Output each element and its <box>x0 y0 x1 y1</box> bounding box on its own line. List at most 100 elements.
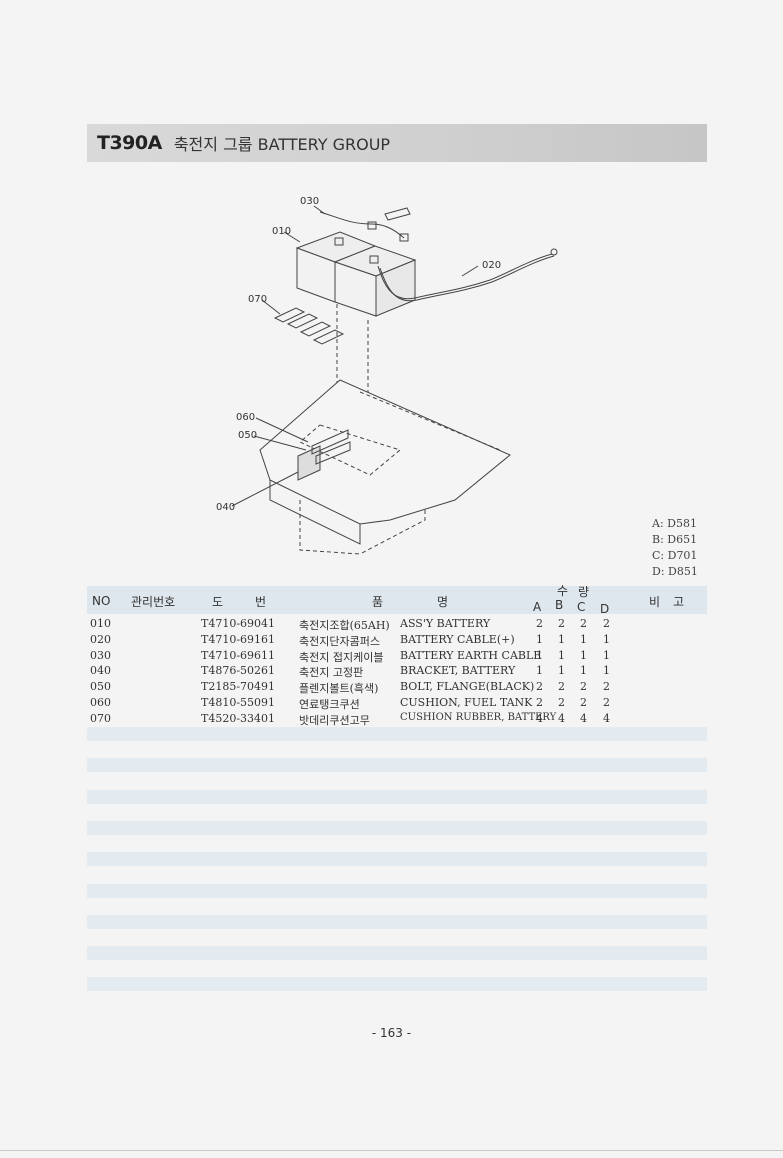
row-part: T4710-69041 <box>201 617 276 630</box>
row-no: 020 <box>90 632 111 646</box>
callout-030: 030 <box>300 196 319 207</box>
header-no: NO <box>92 594 111 608</box>
row-kor: 축전지 고정판 <box>299 666 364 680</box>
empty-row-band <box>87 758 707 772</box>
empty-row-band <box>87 884 707 898</box>
row-kor: 플렌지볼트(흑색) <box>299 682 379 696</box>
row-kor: 축전지 접지케이블 <box>299 650 384 664</box>
row-eng: BRACKET, BATTERY <box>400 664 516 678</box>
row-qty-a: 1 <box>536 664 543 678</box>
row-qty-a: 2 <box>536 680 543 694</box>
row-no: 010 <box>90 617 111 630</box>
row-kor: 연료탱크쿠션 <box>299 697 360 711</box>
empty-row-band <box>87 790 707 804</box>
callout-020: 020 <box>482 260 501 271</box>
row-qty-c: 2 <box>580 617 587 630</box>
header-su: 수 <box>557 584 569 598</box>
header-c: C <box>577 600 586 614</box>
empty-row-band <box>87 977 707 991</box>
row-qty-b: 2 <box>558 695 565 709</box>
row-qty-b: 1 <box>558 648 565 662</box>
header-bi: 비 <box>649 595 661 609</box>
row-eng: BATTERY CABLE(+) <box>400 632 515 646</box>
page-number: - 163 - <box>371 1026 412 1040</box>
row-no: 070 <box>90 711 111 725</box>
row-part: T4876-50261 <box>201 664 276 678</box>
empty-row-band <box>87 946 707 960</box>
callout-010: 010 <box>272 226 291 237</box>
table-row: 040 T4876-50261 축전지 고정판 BRACKET, BATTERY… <box>87 664 707 680</box>
table-row: 030 T4710-69611 축전지 접지케이블 BATTERY EARTH … <box>87 649 707 665</box>
row-qty-d: 2 <box>603 695 610 709</box>
row-eng: BATTERY EARTH CABLE <box>400 648 542 662</box>
row-part: T4710-69611 <box>201 648 276 662</box>
empty-row-band <box>87 727 707 741</box>
empty-row-band <box>87 821 707 835</box>
row-qty-c: 2 <box>580 680 587 694</box>
header-d: D <box>600 602 610 616</box>
row-qty-d: 4 <box>603 711 610 725</box>
row-eng: ASS'Y BATTERY <box>400 617 491 630</box>
model-b: B: D651 <box>652 533 698 546</box>
row-part: T4810-55091 <box>201 695 276 709</box>
callout-040: 040 <box>216 502 235 513</box>
row-qty-d: 2 <box>603 680 610 694</box>
row-qty-b: 1 <box>558 664 565 678</box>
row-qty-b: 4 <box>558 711 565 725</box>
header-ryang: 량 <box>578 585 590 599</box>
table-row: 060 T4810-55091 연료탱크쿠션 CUSHION, FUEL TAN… <box>87 696 707 712</box>
model-legend: A: D581 B: D651 C: D701 D: D851 <box>652 516 698 580</box>
empty-row-band <box>87 915 707 929</box>
row-eng: CUSHION RUBBER, BATTERY <box>400 711 557 723</box>
table-row: 020 T4710-69161 축전지단자콤퍼스 BATTERY CABLE(+… <box>87 633 707 649</box>
header-pum: 품 <box>372 595 384 609</box>
table-row: 050 T2185-70491 플렌지볼트(흑색) BOLT, FLANGE(B… <box>87 680 707 696</box>
row-qty-c: 4 <box>580 711 587 725</box>
page-edge <box>0 1150 783 1151</box>
row-no: 030 <box>90 648 111 662</box>
callout-070: 070 <box>248 294 267 305</box>
header-mgmt: 관리번호 <box>131 595 176 609</box>
row-qty-c: 1 <box>580 648 587 662</box>
row-qty-a: 1 <box>536 648 543 662</box>
row-kor: 축전지단자콤퍼스 <box>299 634 380 648</box>
row-qty-d: 1 <box>603 664 610 678</box>
row-qty-d: 2 <box>603 617 610 630</box>
model-a: A: D581 <box>652 517 697 530</box>
header-b: B <box>555 598 564 612</box>
title-bar: T390A 축전지 그룹 BATTERY GROUP <box>87 124 707 162</box>
parts-table-header: NO 관리번호 도 번 품 명 수 량 A B C D 비 고 <box>87 584 707 616</box>
row-part: T2185-70491 <box>201 680 276 694</box>
row-no: 060 <box>90 695 111 709</box>
row-qty-d: 1 <box>603 632 610 646</box>
model-c: C: D701 <box>652 549 698 562</box>
row-qty-b: 2 <box>558 680 565 694</box>
row-no: 040 <box>90 664 111 678</box>
row-kor: 밧데리쿠션고무 <box>299 713 370 727</box>
row-eng: CUSHION, FUEL TANK <box>400 695 533 709</box>
row-qty-a: 1 <box>536 632 543 646</box>
callout-060: 060 <box>236 412 255 423</box>
group-code: T390A <box>97 132 162 154</box>
header-go: 고 <box>673 595 685 609</box>
row-qty-b: 1 <box>558 632 565 646</box>
row-qty-a: 4 <box>536 711 543 725</box>
callout-050: 050 <box>238 430 257 441</box>
row-qty-a: 2 <box>536 695 543 709</box>
row-qty-c: 2 <box>580 695 587 709</box>
row-part: T4710-69161 <box>201 632 276 646</box>
parts-table-body: 010 T4710-69041 축전지조합(65AH) ASS'Y BATTER… <box>87 617 707 728</box>
row-no: 050 <box>90 680 111 694</box>
empty-row-band <box>87 852 707 866</box>
table-row: 070 T4520-33401 밧데리쿠션고무 CUSHION RUBBER, … <box>87 712 707 728</box>
table-row: 010 T4710-69041 축전지조합(65AH) ASS'Y BATTER… <box>87 617 707 633</box>
model-d: D: D851 <box>652 565 698 578</box>
row-kor: 축전지조합(65AH) <box>299 619 390 632</box>
row-eng: BOLT, FLANGE(BLACK) <box>400 680 535 694</box>
row-qty-a: 2 <box>536 617 543 630</box>
header-myeong: 명 <box>437 595 449 609</box>
group-title: 축전지 그룹 BATTERY GROUP <box>173 135 391 154</box>
header-a: A <box>533 600 542 614</box>
row-qty-d: 1 <box>603 648 610 662</box>
